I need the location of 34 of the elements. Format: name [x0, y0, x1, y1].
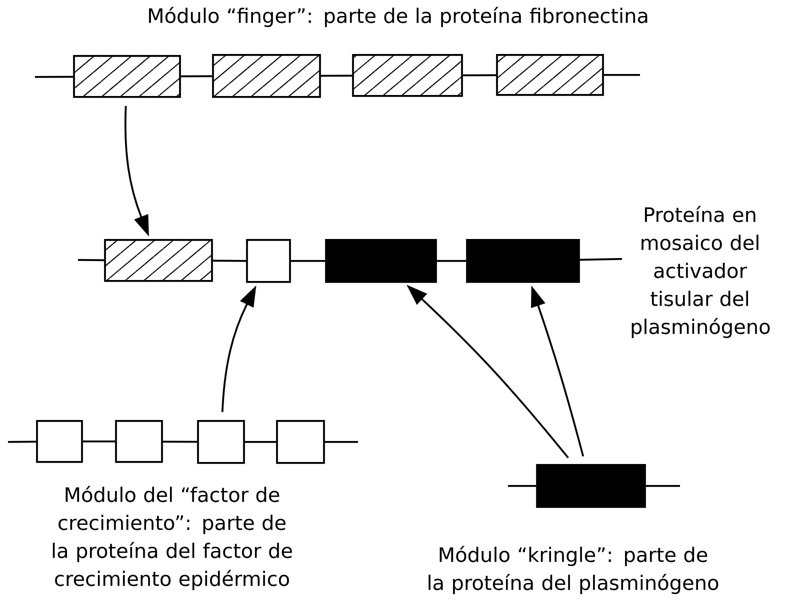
- caption-text: Módulo “finger”: parte de la proteína fibronectina: [149, 6, 648, 28]
- module-box: [115, 420, 163, 463]
- strand-line: [290, 260, 326, 262]
- module-box: [246, 239, 291, 283]
- hatched-module-box: [73, 55, 181, 98]
- module-box: [276, 420, 325, 464]
- strand-line: [436, 260, 466, 262]
- strand-line: [604, 74, 640, 76]
- strand-line: [8, 440, 36, 443]
- strand-line: [580, 258, 622, 261]
- strand-line: [82, 440, 116, 442]
- strand-line: [212, 260, 246, 262]
- hatched-module-box: [104, 239, 213, 282]
- strand-line: [646, 485, 680, 487]
- strand-line: [320, 74, 352, 77]
- caption-text: Módulo “kringle”: parte de la proteína del plasminógeno: [428, 546, 718, 594]
- strand-line: [35, 76, 74, 78]
- strand-line: [162, 440, 198, 443]
- strand-line: [462, 74, 496, 76]
- caption-text: Módulo del “factor de crecimiento”: parte de la proteína del factor de crecimiento epidérmico: [52, 486, 292, 590]
- filled-module-box: [466, 239, 580, 283]
- module-box: [197, 420, 245, 464]
- module-box: [36, 420, 83, 463]
- filled-module-box: [325, 239, 437, 283]
- filled-module-box: [536, 464, 646, 508]
- hatched-module-box: [496, 54, 604, 96]
- strand-line: [180, 75, 212, 78]
- strand-line: [508, 485, 536, 487]
- strand-line: [244, 441, 276, 443]
- hatched-module-box: [212, 54, 321, 98]
- strand-line: [324, 441, 358, 443]
- hatched-module-box: [352, 54, 463, 97]
- strand-line: [78, 259, 104, 262]
- caption-text: Proteína en mosaico del activador tisular del plasminógeno: [632, 206, 770, 338]
